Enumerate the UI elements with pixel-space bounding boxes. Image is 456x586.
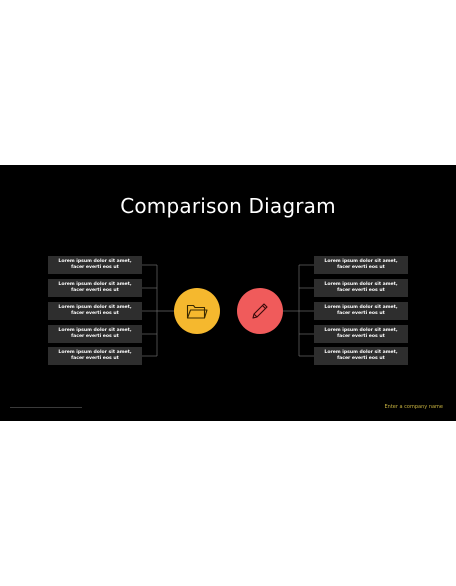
pencil-icon	[252, 303, 268, 319]
left-item-box: Lorem ipsum dolor sit amet, facer everti…	[48, 256, 142, 274]
folder-circle	[174, 288, 220, 334]
footer-divider	[10, 407, 82, 408]
left-item-box: Lorem ipsum dolor sit amet, facer everti…	[48, 325, 142, 343]
left-item-box: Lorem ipsum dolor sit amet, facer everti…	[48, 302, 142, 320]
right-item-text: Lorem ipsum dolor sit amet, facer everti…	[324, 259, 398, 270]
right-item-text: Lorem ipsum dolor sit amet, facer everti…	[324, 350, 398, 361]
pencil-circle	[237, 288, 283, 334]
right-item-box: Lorem ipsum dolor sit amet, facer everti…	[314, 347, 408, 365]
left-item-box: Lorem ipsum dolor sit amet, facer everti…	[48, 279, 142, 297]
folder-icon	[186, 304, 208, 319]
connector-lines	[142, 264, 314, 357]
left-item-text: Lorem ipsum dolor sit amet, facer everti…	[58, 259, 132, 270]
left-item-box: Lorem ipsum dolor sit amet, facer everti…	[48, 347, 142, 365]
right-item-text: Lorem ipsum dolor sit amet, facer everti…	[324, 282, 398, 293]
right-item-text: Lorem ipsum dolor sit amet, facer everti…	[324, 328, 398, 339]
right-item-box: Lorem ipsum dolor sit amet, facer everti…	[314, 302, 408, 320]
right-item-box: Lorem ipsum dolor sit amet, facer everti…	[314, 256, 408, 274]
left-item-text: Lorem ipsum dolor sit amet, facer everti…	[58, 328, 132, 339]
slide-title: Comparison Diagram	[120, 194, 336, 218]
right-item-text: Lorem ipsum dolor sit amet, facer everti…	[324, 305, 398, 316]
company-name: Enter a company name	[384, 404, 443, 410]
left-item-text: Lorem ipsum dolor sit amet, facer everti…	[58, 350, 132, 361]
left-item-text: Lorem ipsum dolor sit amet, facer everti…	[58, 282, 132, 293]
right-item-box: Lorem ipsum dolor sit amet, facer everti…	[314, 325, 408, 343]
left-item-text: Lorem ipsum dolor sit amet, facer everti…	[58, 305, 132, 316]
right-item-box: Lorem ipsum dolor sit amet, facer everti…	[314, 279, 408, 297]
slide: Comparison Diagram	[0, 165, 456, 421]
